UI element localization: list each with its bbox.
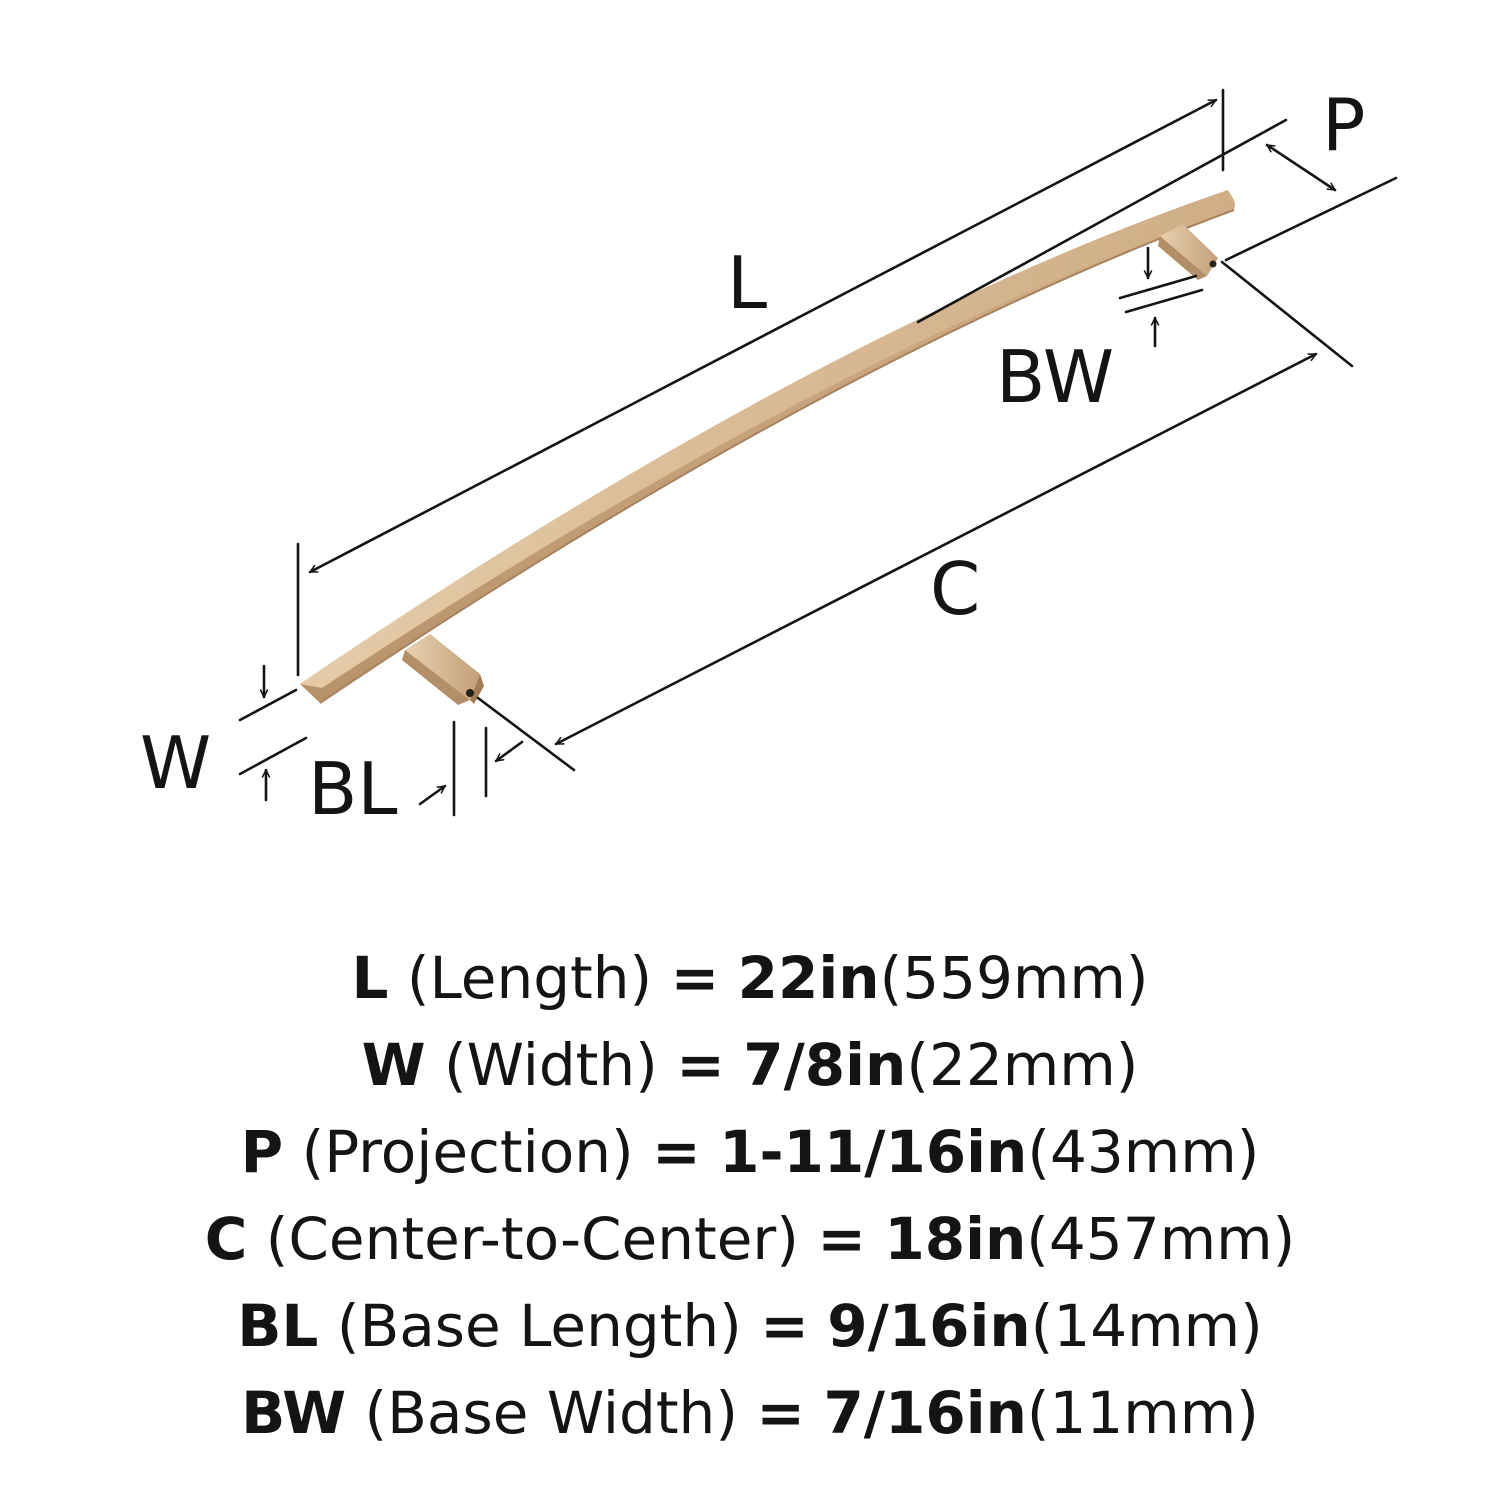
dimension-specs: L (Length) = 22in(559mm)W (Width) = 7/8i… [0,935,1500,1457]
spec-row: BL (Base Length) = 9/16in(14mm) [0,1283,1500,1370]
spec-description: (Projection) [301,1118,634,1186]
spec-equals: = [652,1118,701,1186]
spec-metric-value: (43mm) [1027,1118,1260,1186]
spec-metric-value: (22mm) [906,1031,1139,1099]
spec-row: BW (Base Width) = 7/16in(11mm) [0,1370,1500,1457]
spec-description: (Base Length) [336,1292,742,1360]
length-label: L [727,241,767,325]
spec-equals: = [670,944,720,1012]
projection-label: P [1322,83,1365,167]
spec-row: P (Projection) = 1-11/16in(43mm) [0,1109,1500,1196]
spec-description: (Width) [444,1031,658,1099]
spec-row: W (Width) = 7/8in(22mm) [0,1022,1500,1109]
spec-metric-value: (457mm) [1026,1205,1296,1273]
right-post [1158,224,1218,280]
spec-description: (Base Width) [364,1379,738,1447]
spec-imperial-value: 7/16in [823,1379,1027,1447]
spec-metric-value: (14mm) [1030,1292,1263,1360]
spec-equals: = [760,1292,809,1360]
length-dimension: L [296,88,1225,677]
width-dimension: W [140,664,308,805]
base-width-label: BW [996,335,1114,419]
cabinet-pull-image [300,190,1235,705]
center-dimension: C [476,260,1354,772]
projection-dimension: P [916,83,1398,324]
spec-key: BL [237,1292,319,1360]
spec-equals: = [676,1031,725,1099]
spec-imperial-value: 1-11/16in [719,1118,1028,1186]
spec-imperial-value: 18in [884,1205,1027,1273]
spec-imperial-value: 7/8in [743,1031,907,1099]
spec-equals: = [756,1379,805,1447]
spec-key: W [361,1031,426,1099]
base-length-dimension: BL [308,720,524,831]
base-length-label: BL [308,747,398,831]
spec-key: L [351,944,389,1012]
spec-key: BW [241,1379,347,1447]
width-label: W [140,721,211,805]
spec-imperial-value: 9/16in [827,1292,1031,1360]
spec-description: (Length) [406,944,653,1012]
dimension-diagram: L P BW C W BL [140,83,1398,831]
spec-row: L (Length) = 22in(559mm) [0,935,1500,1022]
spec-equals: = [817,1205,866,1273]
spec-imperial-value: 22in [737,944,880,1012]
spec-key: P [240,1118,284,1186]
center-label: C [930,547,980,631]
spec-metric-value: (11mm) [1026,1379,1259,1447]
left-post [402,634,484,705]
spec-row: C (Center-to-Center) = 18in(457mm) [0,1196,1500,1283]
spec-description: (Center-to-Center) [265,1205,799,1273]
spec-metric-value: (559mm) [879,944,1149,1012]
spec-key: C [204,1205,248,1273]
